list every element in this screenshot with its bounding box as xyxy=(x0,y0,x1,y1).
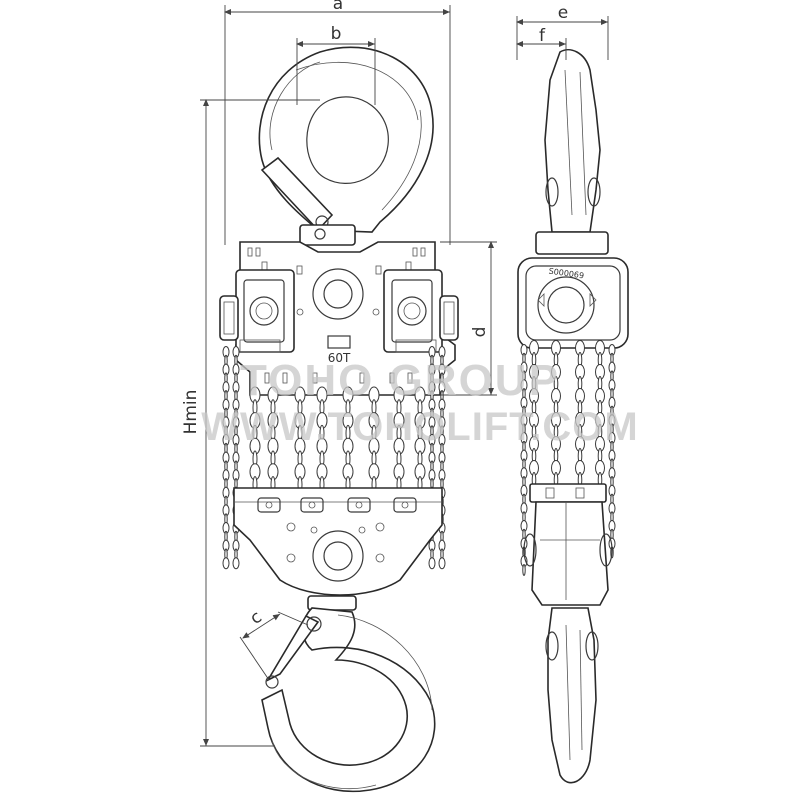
side-hand-chain-strand xyxy=(608,344,616,559)
dimension-e-label: e xyxy=(558,3,568,23)
dimension-b-label: b xyxy=(331,24,342,44)
watermark: TOHO GROUP WWW.TOHOLIFT.COM xyxy=(201,356,638,449)
upper-frame-slots xyxy=(247,247,426,384)
top-hook xyxy=(258,46,434,246)
hand-chains xyxy=(222,346,446,570)
side-chain-strand xyxy=(551,340,561,488)
side-chain-strand xyxy=(529,340,539,488)
hand-chain-strand xyxy=(232,346,240,570)
load-chain-strand xyxy=(294,386,306,494)
lower-block xyxy=(233,487,443,596)
bottom-hook xyxy=(261,595,436,793)
side-chains xyxy=(520,340,616,576)
load-chains xyxy=(249,386,426,494)
load-chain-strand xyxy=(393,386,405,494)
side-view: S000069 xyxy=(517,48,629,784)
dimension-a-label: a xyxy=(333,0,343,14)
dimension-hmin-label: Hmin xyxy=(181,390,201,435)
lower-block-pins xyxy=(257,497,417,563)
side-gear-housing: S000069 xyxy=(517,257,629,349)
hand-chain-strand xyxy=(222,346,230,570)
right-gearbox xyxy=(383,269,459,353)
front-view: 60T xyxy=(219,46,459,793)
load-chain-strand xyxy=(316,386,328,494)
capacity-label: 60T xyxy=(328,351,351,365)
dimension-lines xyxy=(200,5,609,747)
left-gearbox xyxy=(219,269,295,353)
side-chain-strand xyxy=(575,340,585,488)
dimension-f-label: f xyxy=(539,26,546,46)
watermark-line2: WWW.TOHOLIFT.COM xyxy=(201,405,638,449)
side-hand-chain-strand xyxy=(520,344,528,576)
watermark-line1: TOHO GROUP xyxy=(240,356,560,405)
dimension-d-label: d xyxy=(470,327,490,338)
load-chain-strand xyxy=(267,386,279,494)
